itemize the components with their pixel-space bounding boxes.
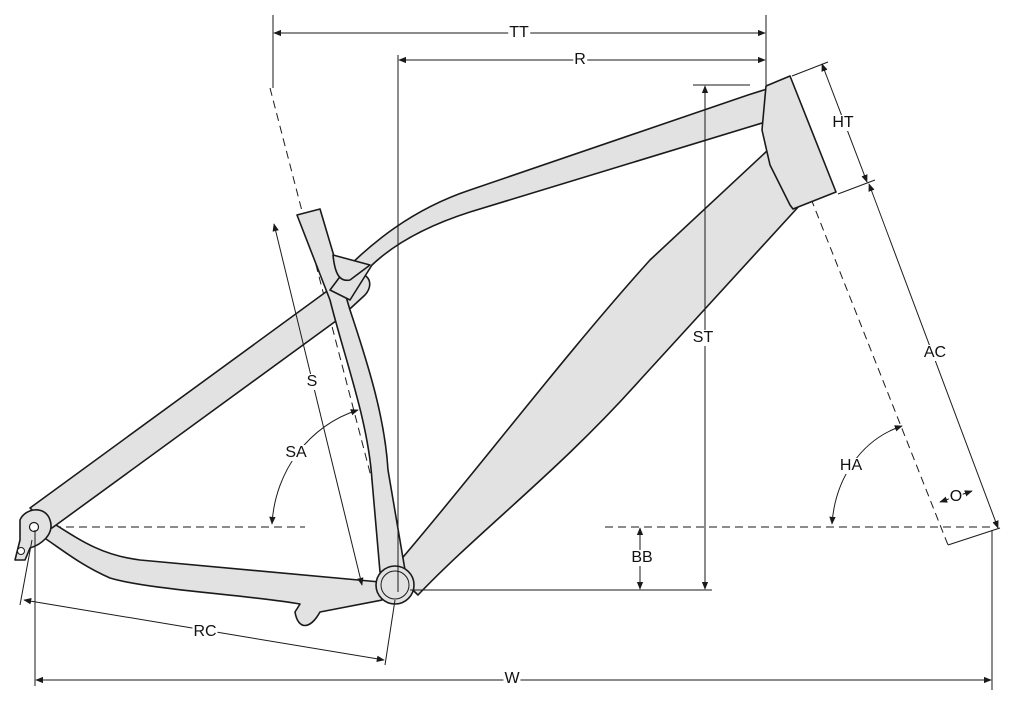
- label-wheelbase: W: [503, 670, 521, 687]
- label-top-tube: TT: [508, 24, 530, 41]
- label-seat-tube: S: [305, 373, 319, 390]
- seat-stay: [29, 272, 371, 529]
- bottom-bracket: [375, 565, 415, 605]
- label-head-tube: HT: [831, 114, 855, 131]
- label-stack: ST: [691, 329, 715, 346]
- chain-stay: [39, 517, 383, 627]
- head-tube: [761, 75, 837, 210]
- label-head-angle: HA: [838, 457, 864, 474]
- label-seat-angle: SA: [284, 444, 308, 461]
- label-offset: O: [948, 488, 964, 505]
- rear-dropout: [14, 509, 52, 561]
- derailleur-hanger: [17, 547, 25, 555]
- rear-axle: [28, 521, 40, 533]
- label-axle-to-crown: AC: [922, 344, 948, 361]
- label-reach: R: [573, 51, 587, 68]
- label-rear-center: RC: [192, 623, 218, 640]
- label-bb-drop: BB: [630, 549, 654, 566]
